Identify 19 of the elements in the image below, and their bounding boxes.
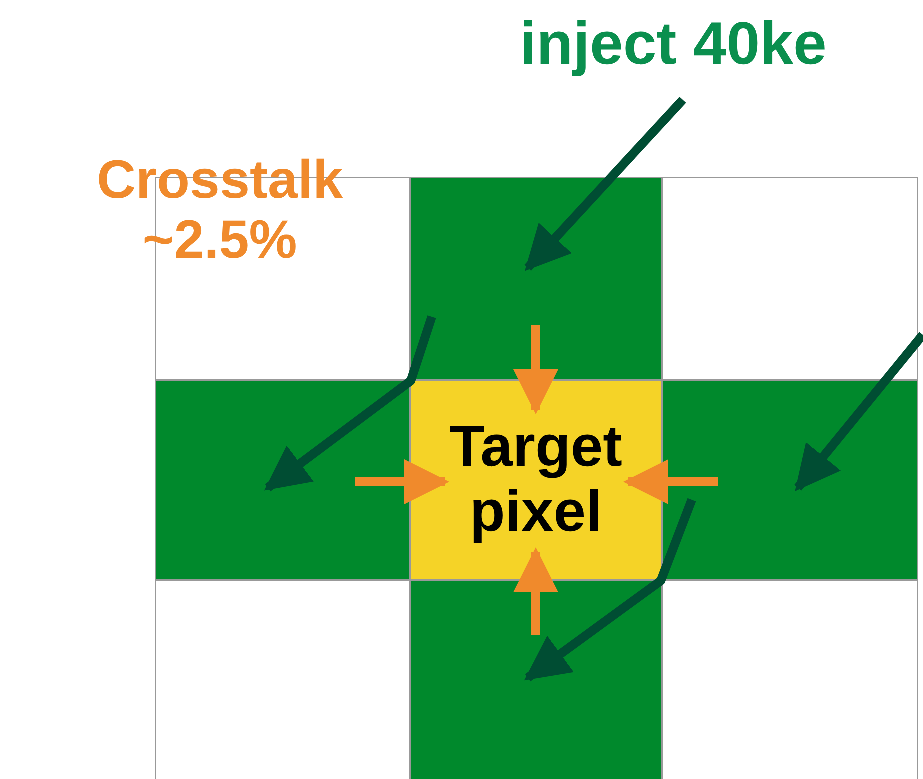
arrow bbox=[355, 460, 450, 504]
pixel-cell bbox=[410, 580, 662, 779]
pixel-cell bbox=[155, 580, 410, 779]
pixel-cell bbox=[662, 177, 918, 380]
arrow bbox=[794, 332, 923, 492]
injection-label: inject 40ke bbox=[520, 10, 827, 78]
crosstalk-label: Crosstalk ~2.5% bbox=[30, 150, 410, 271]
arrow bbox=[624, 460, 718, 504]
pixel-cell bbox=[410, 177, 662, 380]
pixel-cell bbox=[662, 580, 918, 779]
pixel-cell bbox=[662, 380, 918, 580]
arrow bbox=[264, 316, 436, 492]
cell-label: Target pixel bbox=[448, 415, 624, 545]
arrow bbox=[524, 498, 696, 682]
target-pixel-cell bbox=[410, 380, 662, 580]
arrow bbox=[524, 96, 686, 272]
arrow bbox=[514, 325, 558, 414]
pixel-cell bbox=[155, 380, 410, 580]
arrow bbox=[514, 548, 558, 635]
